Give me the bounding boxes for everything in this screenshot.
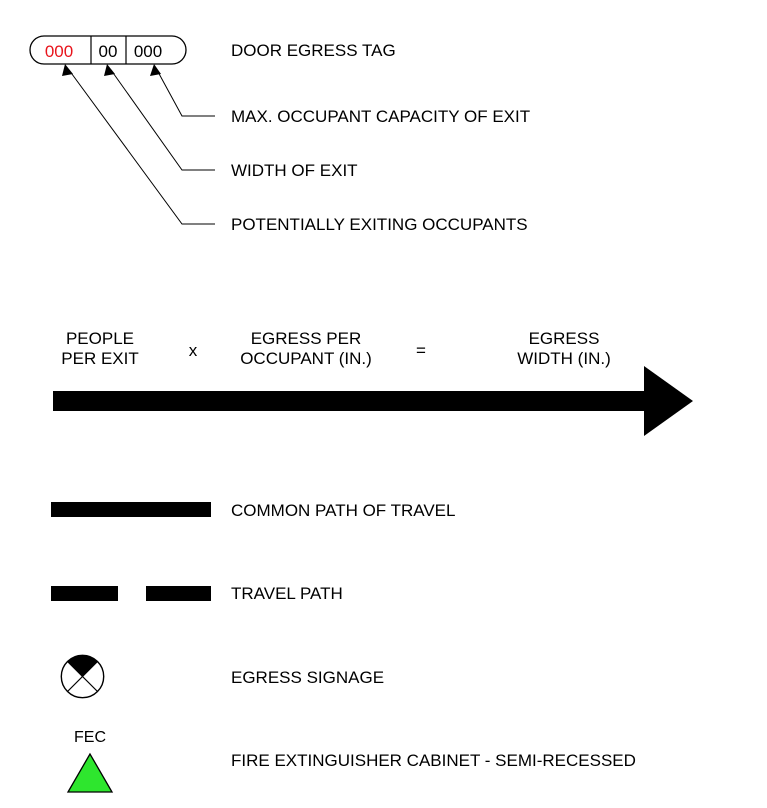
formula-egress-width-line1: EGRESS [529,329,600,348]
common-path-swatch [51,502,211,517]
tag-capacity-value: 000 [134,42,162,61]
formula-equals-sign: = [416,341,426,360]
common-path-label: COMMON PATH OF TRAVEL [231,501,455,520]
egress-flow-arrow [53,366,693,436]
formula-people-line1: PEOPLE [66,329,134,348]
tag-width-value: 00 [99,42,118,61]
formula-people-line2: PER EXIT [61,349,138,368]
egress-signage-icon [60,654,105,699]
capacity-label: MAX. OCCUPANT CAPACITY OF EXIT [231,107,530,126]
travel-path-label: TRAVEL PATH [231,584,343,603]
egress-formula: PEOPLE PER EXIT x EGRESS PER OCCUPANT (I… [61,329,610,368]
people-label: POTENTIALLY EXITING OCCUPANTS [231,215,528,234]
leader-people [62,64,215,225]
leader-capacity [150,64,215,117]
tag-title-label: DOOR EGRESS TAG [231,41,396,60]
tag-outline [29,35,187,65]
egress-signage-label: EGRESS SIGNAGE [231,668,384,687]
formula-egress-width-line2: WIDTH (IN.) [517,349,610,368]
formula-multiply-sign: x [189,341,198,360]
fec-abbrev: FEC [74,729,106,746]
formula-egress-per-line2: OCCUPANT (IN.) [240,349,372,368]
tag-people-value: 000 [45,42,73,61]
leader-width [104,64,215,171]
door-egress-tag: 000 00 000 [29,35,187,65]
fec-triangle [66,752,114,793]
travel-path-swatch [51,586,211,601]
formula-egress-per-line1: EGRESS PER [251,329,362,348]
fire-extinguisher-cabinet-icon: FEC [66,729,114,793]
fec-label: FIRE EXTINGUISHER CABINET - SEMI-RECESSE… [231,751,636,770]
width-label: WIDTH OF EXIT [231,161,358,180]
